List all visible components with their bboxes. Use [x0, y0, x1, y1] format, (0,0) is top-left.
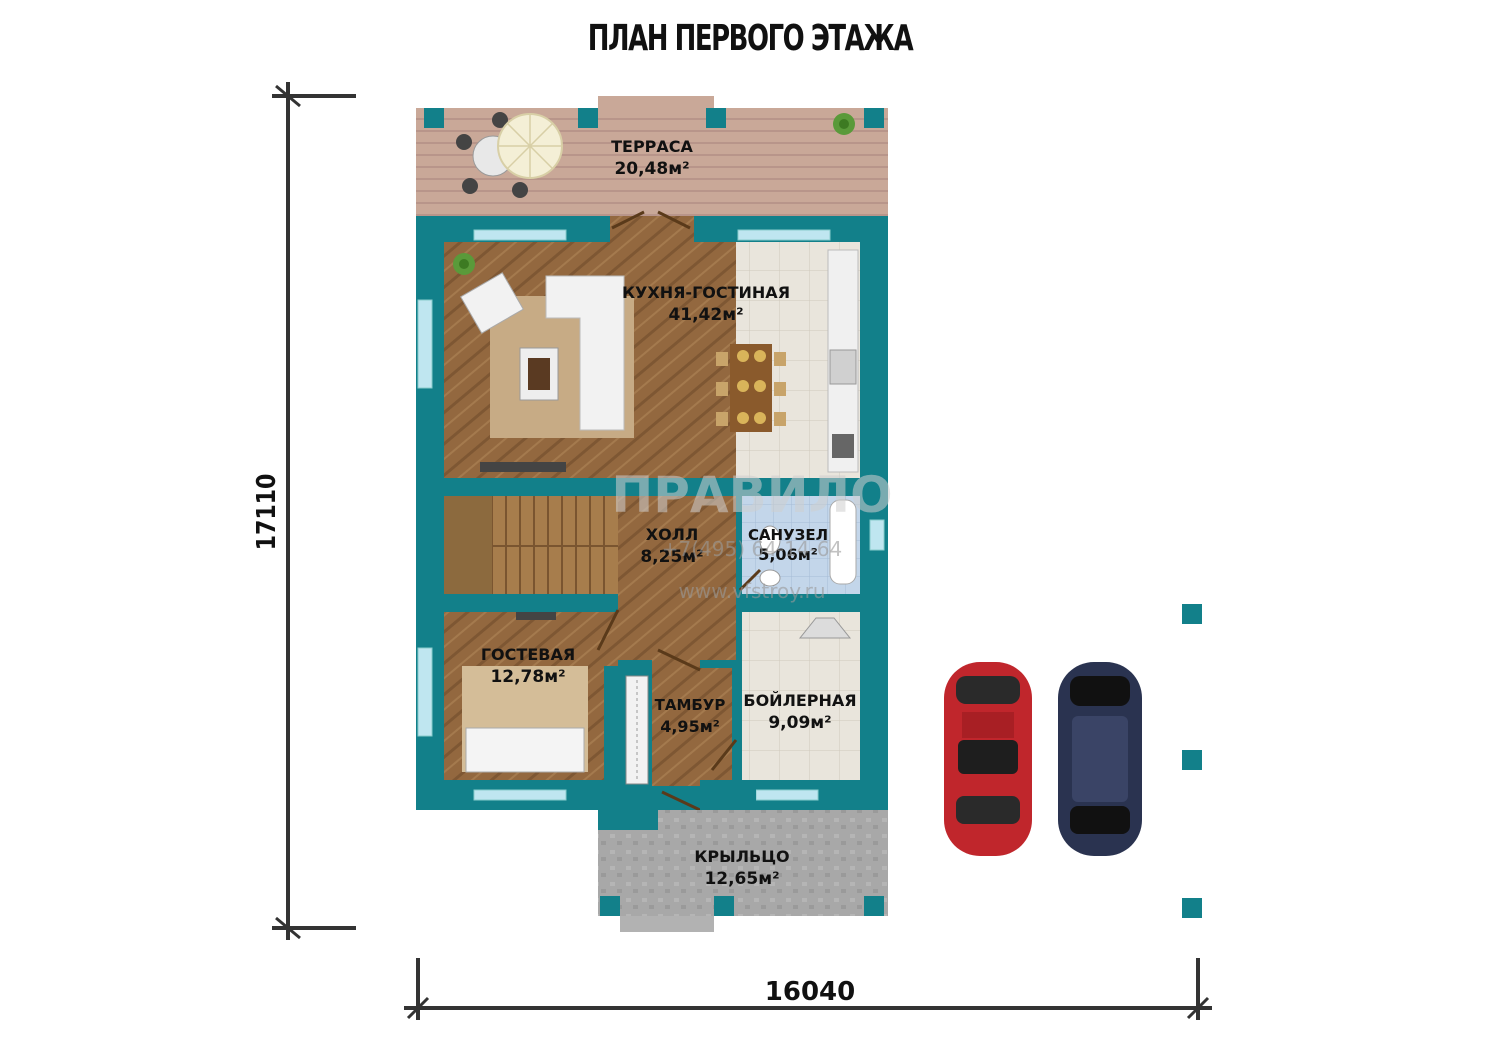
doors [596, 210, 762, 812]
stair-landing [444, 496, 492, 594]
interior-walls [444, 478, 860, 790]
dimension-vertical [272, 82, 356, 940]
svg-text:20,48м²: 20,48м² [614, 159, 689, 179]
porch-wall-left [598, 810, 658, 830]
parking-posts [1182, 604, 1202, 918]
windows [417, 229, 885, 801]
svg-text:ТАМБУР: ТАМБУР [655, 696, 726, 714]
svg-text:ГОСТЕВАЯ: ГОСТЕВАЯ [481, 645, 575, 664]
watermark-logo: ПРАВИЛО [611, 466, 892, 524]
porch-wall-right [700, 780, 756, 810]
boiler-unit [798, 617, 852, 639]
room-label-bathroom: САНУЗЕЛ 5,06м² [748, 526, 828, 564]
dimension-width-label: 16040 [765, 977, 855, 1007]
terrace [416, 96, 888, 216]
boiler-floor [740, 612, 860, 780]
svg-text:ТЕРРАСА: ТЕРРАСА [611, 137, 693, 156]
hall-floor [600, 478, 736, 608]
plan-title: ПЛАН ПЕРВОГО ЭТАЖА [587, 18, 914, 59]
watermark-site: www.vfstroy.ru [679, 579, 826, 603]
bathroom-fixtures [759, 499, 857, 587]
dining-table [716, 344, 786, 432]
room-label-vestibule: ТАМБУР 4,95м² [655, 696, 726, 736]
room-label-guest: ГОСТЕВАЯ 12,78м² [481, 645, 575, 687]
svg-text:САНУЗЕЛ: САНУЗЕЛ [748, 526, 828, 544]
svg-text:8,25м²: 8,25м² [640, 547, 703, 567]
watermark-phone: +7(495) 64-14-64 [662, 537, 842, 561]
red-car [944, 662, 1032, 856]
room-label-boiler: БОЙЛЕРНАЯ 9,09м² [743, 691, 856, 733]
svg-text:12,78м²: 12,78м² [490, 667, 565, 687]
svg-text:5,06м²: 5,06м² [758, 545, 818, 564]
living-furniture [453, 253, 634, 472]
svg-text:4,95м²: 4,95м² [660, 717, 720, 736]
room-label-kitchen: КУХНЯ-ГОСТИНАЯ 41,42м² [622, 283, 790, 325]
vestibule-floor [652, 666, 732, 786]
svg-text:41,42м²: 41,42м² [668, 305, 743, 325]
blue-car [1058, 662, 1142, 856]
svg-text:БОЙЛЕРНАЯ: БОЙЛЕРНАЯ [743, 691, 856, 710]
room-label-porch: КРЫЛЬЦО 12,65м² [694, 847, 789, 889]
dimension-height-label: 17110 [251, 474, 281, 551]
svg-text:КРЫЛЬЦО: КРЫЛЬЦО [694, 847, 789, 866]
svg-text:12,65м²: 12,65м² [704, 869, 779, 889]
svg-text:9,09м²: 9,09м² [768, 713, 831, 733]
terrace-doorway [610, 216, 694, 242]
room-label-hall: ХОЛЛ 8,25м² [640, 525, 703, 567]
room-label-terrace: ТЕРРАСА 20,48м² [611, 137, 693, 179]
svg-text:ХОЛЛ: ХОЛЛ [646, 525, 699, 544]
wardrobe [625, 675, 649, 785]
guest-furniture [462, 612, 588, 773]
dimension-horizontal [404, 958, 1212, 1020]
kitchen-counter [827, 249, 859, 473]
svg-text:КУХНЯ-ГОСТИНАЯ: КУХНЯ-ГОСТИНАЯ [622, 283, 790, 302]
